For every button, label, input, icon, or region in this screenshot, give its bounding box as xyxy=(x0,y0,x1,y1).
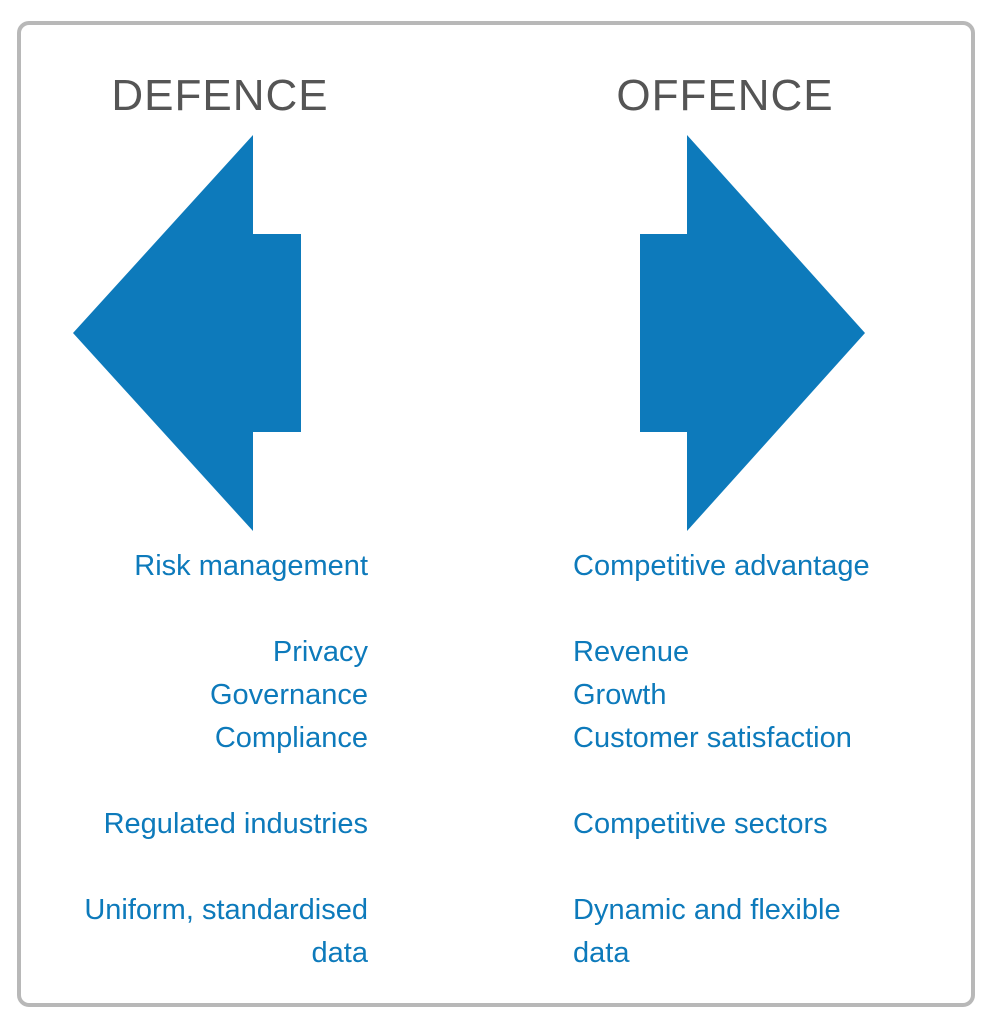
offence-item: Revenue xyxy=(573,636,690,668)
defence-item: Governance xyxy=(210,679,368,711)
defence-item: Privacy xyxy=(272,636,368,668)
defence-group-governance: Privacy Governance Compliance xyxy=(8,631,368,760)
defence-item: Compliance xyxy=(214,722,368,754)
defence-item: Regulated industries xyxy=(103,808,368,840)
defence-item: Uniform, standardised xyxy=(84,894,368,926)
offence-group-data: Dynamic and flexible data xyxy=(573,889,933,975)
left-arrow-icon xyxy=(73,135,301,531)
offence-item: Growth xyxy=(573,679,667,711)
defence-arrow-shape xyxy=(73,135,301,531)
offence-group-growth: Revenue Growth Customer satisfaction xyxy=(573,631,933,760)
offence-list: Competitive advantage Revenue Growth Cus… xyxy=(573,545,933,975)
offence-item: Competitive sectors xyxy=(573,808,828,840)
defence-heading: DEFENCE xyxy=(111,71,329,120)
offence-item: Dynamic and flexible xyxy=(573,894,841,926)
right-arrow-icon xyxy=(640,135,865,531)
offence-item: data xyxy=(573,937,630,969)
defence-group-industries: Regulated industries xyxy=(8,803,368,846)
offence-item: Customer satisfaction xyxy=(573,722,852,754)
defence-group-data: Uniform, standardised data xyxy=(8,889,368,975)
defence-list: Risk management Privacy Governance Compl… xyxy=(8,545,368,975)
offence-arrow-shape xyxy=(640,135,865,531)
offence-group-sectors: Competitive sectors xyxy=(573,803,933,846)
offence-heading: OFFENCE xyxy=(616,71,834,120)
offence-group-advantage: Competitive advantage xyxy=(573,545,933,588)
diagram-frame xyxy=(17,21,975,1007)
defence-item: data xyxy=(311,937,368,969)
defence-group-risk: Risk management xyxy=(8,545,368,588)
offence-item: Competitive advantage xyxy=(573,550,870,582)
defence-item: Risk management xyxy=(134,550,368,582)
